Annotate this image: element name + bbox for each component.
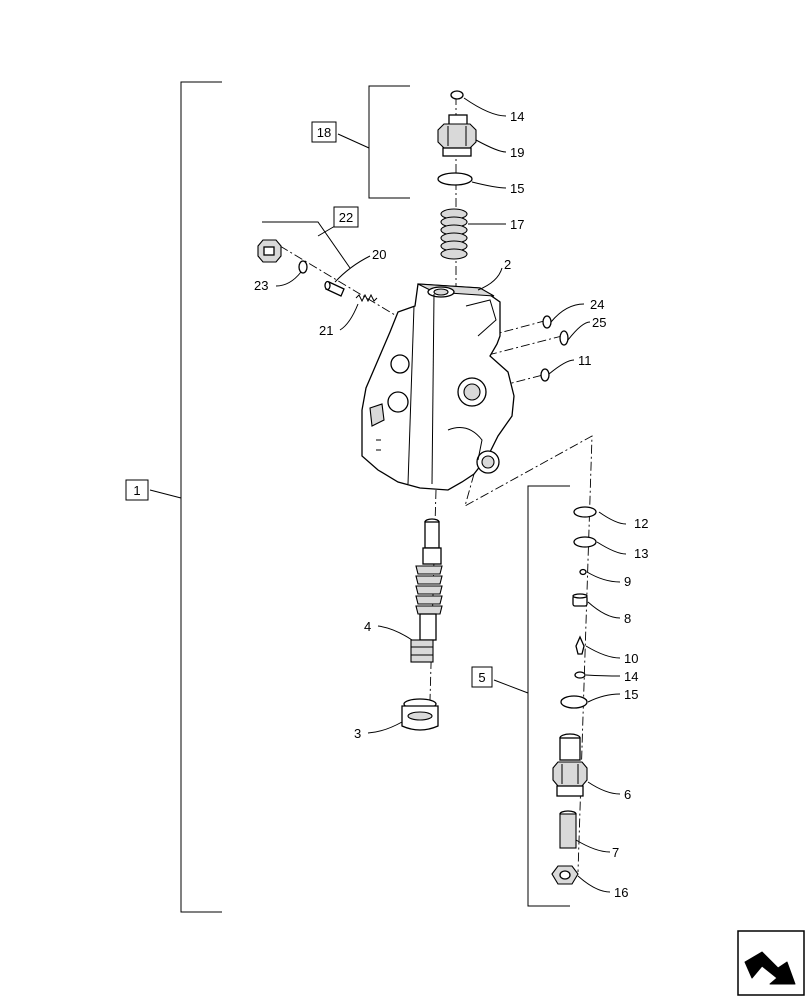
part-20-poppet	[324, 280, 345, 297]
part-19-plug	[437, 114, 477, 157]
assembly-bracket-5	[493, 485, 570, 907]
callout-24: 24	[590, 297, 604, 312]
assembly-bracket-18	[337, 85, 410, 199]
part-8-seat	[572, 593, 588, 607]
callout-2: 2	[504, 257, 511, 272]
callout-14-top: 14	[510, 109, 524, 124]
callout-14-lower: 14	[624, 669, 638, 684]
part-21-spring	[355, 293, 378, 303]
callout-19: 19	[510, 145, 524, 160]
callout-21: 21	[319, 323, 333, 338]
part-6-cartridge-body	[552, 733, 588, 797]
callout-18: 18	[317, 125, 331, 140]
part-16-nut	[551, 865, 579, 885]
part-10-poppet	[575, 635, 585, 655]
part-15-oring-top	[437, 172, 473, 186]
callout-10: 10	[624, 651, 638, 666]
part-23-oring	[298, 260, 308, 274]
callout-1: 1	[133, 483, 140, 498]
callout-8: 8	[624, 611, 631, 626]
callout-4: 4	[364, 619, 371, 634]
part-14-oring-lower	[574, 671, 586, 679]
callout-9: 9	[624, 574, 631, 589]
part-17-spring	[440, 208, 468, 260]
part-9-oring	[579, 568, 587, 576]
callout-17: 17	[510, 217, 524, 232]
callout-5: 5	[478, 670, 485, 685]
part-4-spool	[410, 518, 443, 663]
callout-23: 23	[254, 278, 268, 293]
callout-labels: 1 18 22 5 14 19 15 17 2 20 23 21 24 25 1…	[125, 109, 648, 900]
callout-22: 22	[339, 210, 353, 225]
part-3-cap	[401, 698, 439, 731]
callout-box-5: 5	[471, 666, 493, 688]
part-24-oring	[542, 315, 552, 329]
callout-6: 6	[624, 787, 631, 802]
callout-15-top: 15	[510, 181, 524, 196]
callout-3: 3	[354, 726, 361, 741]
leader-lines	[275, 97, 627, 893]
callout-20: 20	[372, 247, 386, 262]
part-11-oring	[540, 368, 550, 382]
assembly-bracket-22	[262, 221, 351, 269]
callout-15-lower: 15	[624, 687, 638, 702]
part-7-stem	[559, 810, 577, 849]
next-page-arrow-icon[interactable]	[737, 930, 805, 996]
part-25-oring	[559, 330, 569, 346]
part-12-oring	[573, 506, 597, 518]
assembly-bracket-1	[149, 81, 222, 913]
part-22-plug-assembly	[257, 239, 282, 263]
part-2-valve-body	[361, 283, 515, 491]
callout-13: 13	[634, 546, 648, 561]
part-13-oring	[573, 536, 597, 548]
part-14-oring-top	[450, 90, 464, 100]
callout-12: 12	[634, 516, 648, 531]
callout-box-18: 18	[311, 121, 337, 143]
callout-box-1: 1	[125, 479, 149, 501]
callout-7: 7	[612, 845, 619, 860]
callout-25: 25	[592, 315, 606, 330]
callout-box-22: 22	[333, 206, 359, 228]
part-15-oring-lower	[560, 695, 588, 709]
callout-16: 16	[614, 885, 628, 900]
callout-11: 11	[578, 353, 592, 368]
